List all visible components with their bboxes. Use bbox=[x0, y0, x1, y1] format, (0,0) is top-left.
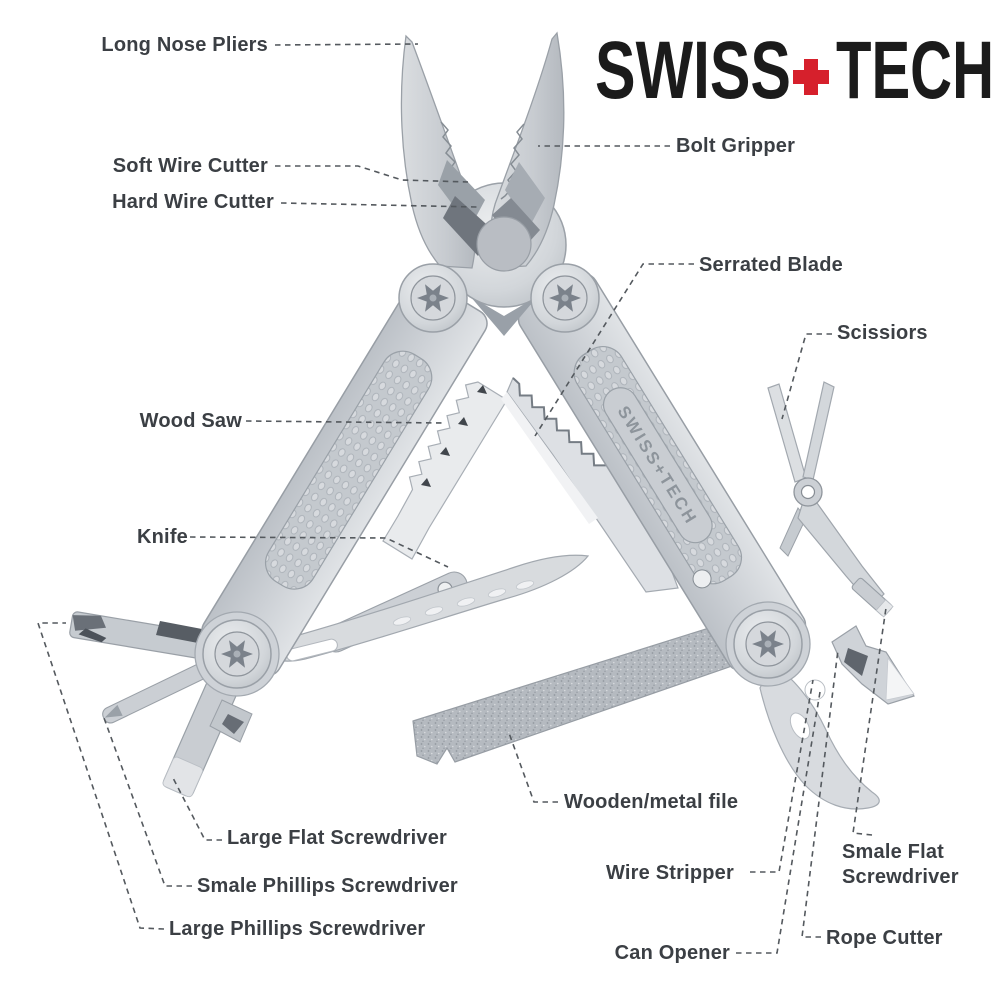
leader-hard-wire-cutter bbox=[280, 202, 478, 208]
leader-knife bbox=[189, 536, 449, 568]
brand-logo: SWISS TECH bbox=[595, 25, 994, 116]
scissors bbox=[767, 381, 894, 618]
label-knife: Knife bbox=[137, 526, 188, 548]
label-scissiors: Scissiors bbox=[837, 322, 928, 344]
label-smale-flat-line2: Screwdriver bbox=[842, 866, 959, 888]
label-smale-phillips-screwdriver: Smale Phillips Screwdriver bbox=[197, 875, 458, 897]
rope-cutter bbox=[831, 625, 915, 705]
leader-soft-wire-cutter bbox=[275, 165, 469, 183]
wire-stripper-notch bbox=[804, 679, 826, 701]
leader-scissiors bbox=[781, 333, 832, 420]
label-large-phillips-screwdriver: Large Phillips Screwdriver bbox=[169, 918, 426, 940]
leader-large-flat-screwdriver bbox=[171, 775, 222, 841]
label-can-opener: Can Opener bbox=[614, 942, 730, 964]
brand-word-swiss: SWISS bbox=[595, 25, 791, 116]
label-wood-saw: Wood Saw bbox=[139, 410, 242, 432]
brand-word-tech: TECH bbox=[836, 25, 994, 116]
label-smale-flat-screwdriver: Smale Flat Screwdriver bbox=[842, 840, 959, 890]
label-bolt-gripper: Bolt Gripper bbox=[676, 135, 796, 157]
label-soft-wire-cutter: Soft Wire Cutter bbox=[112, 155, 268, 177]
small-flat-screwdriver bbox=[851, 577, 894, 618]
soft-wire-cutter-notch bbox=[438, 160, 485, 228]
right-handle: SWISS+TECH bbox=[517, 272, 807, 672]
label-wooden-metal-file: Wooden/metal file bbox=[564, 791, 739, 813]
leader-wood-saw bbox=[245, 420, 444, 424]
leader-rope-cutter bbox=[801, 649, 839, 938]
label-long-nose-pliers: Long Nose Pliers bbox=[101, 34, 268, 56]
pliers-head bbox=[400, 31, 567, 336]
leader-large-phillips-screwdriver bbox=[36, 622, 165, 930]
leader-lines bbox=[36, 43, 887, 954]
label-wire-stripper: Wire Stripper bbox=[605, 862, 734, 884]
label-serrated-blade: Serrated Blade bbox=[699, 254, 843, 276]
brand-plus-icon bbox=[793, 59, 829, 95]
knife bbox=[252, 554, 590, 662]
leader-long-nose-pliers bbox=[274, 43, 419, 46]
label-rope-cutter: Rope Cutter bbox=[826, 927, 943, 949]
wood-saw bbox=[382, 381, 508, 560]
can-opener bbox=[759, 625, 915, 810]
leader-serrated-blade bbox=[534, 263, 694, 437]
leader-smale-flat-screwdriver bbox=[852, 607, 887, 836]
label-large-flat-screwdriver: Large Flat Screwdriver bbox=[227, 827, 448, 849]
label-hard-wire-cutter: Hard Wire Cutter bbox=[112, 191, 274, 213]
label-smale-flat-line1: Smale Flat bbox=[842, 841, 945, 863]
bottle-hook bbox=[209, 699, 253, 743]
leader-can-opener bbox=[736, 691, 821, 954]
leader-wooden-metal-file bbox=[508, 732, 558, 803]
pivot-screws bbox=[194, 263, 811, 697]
